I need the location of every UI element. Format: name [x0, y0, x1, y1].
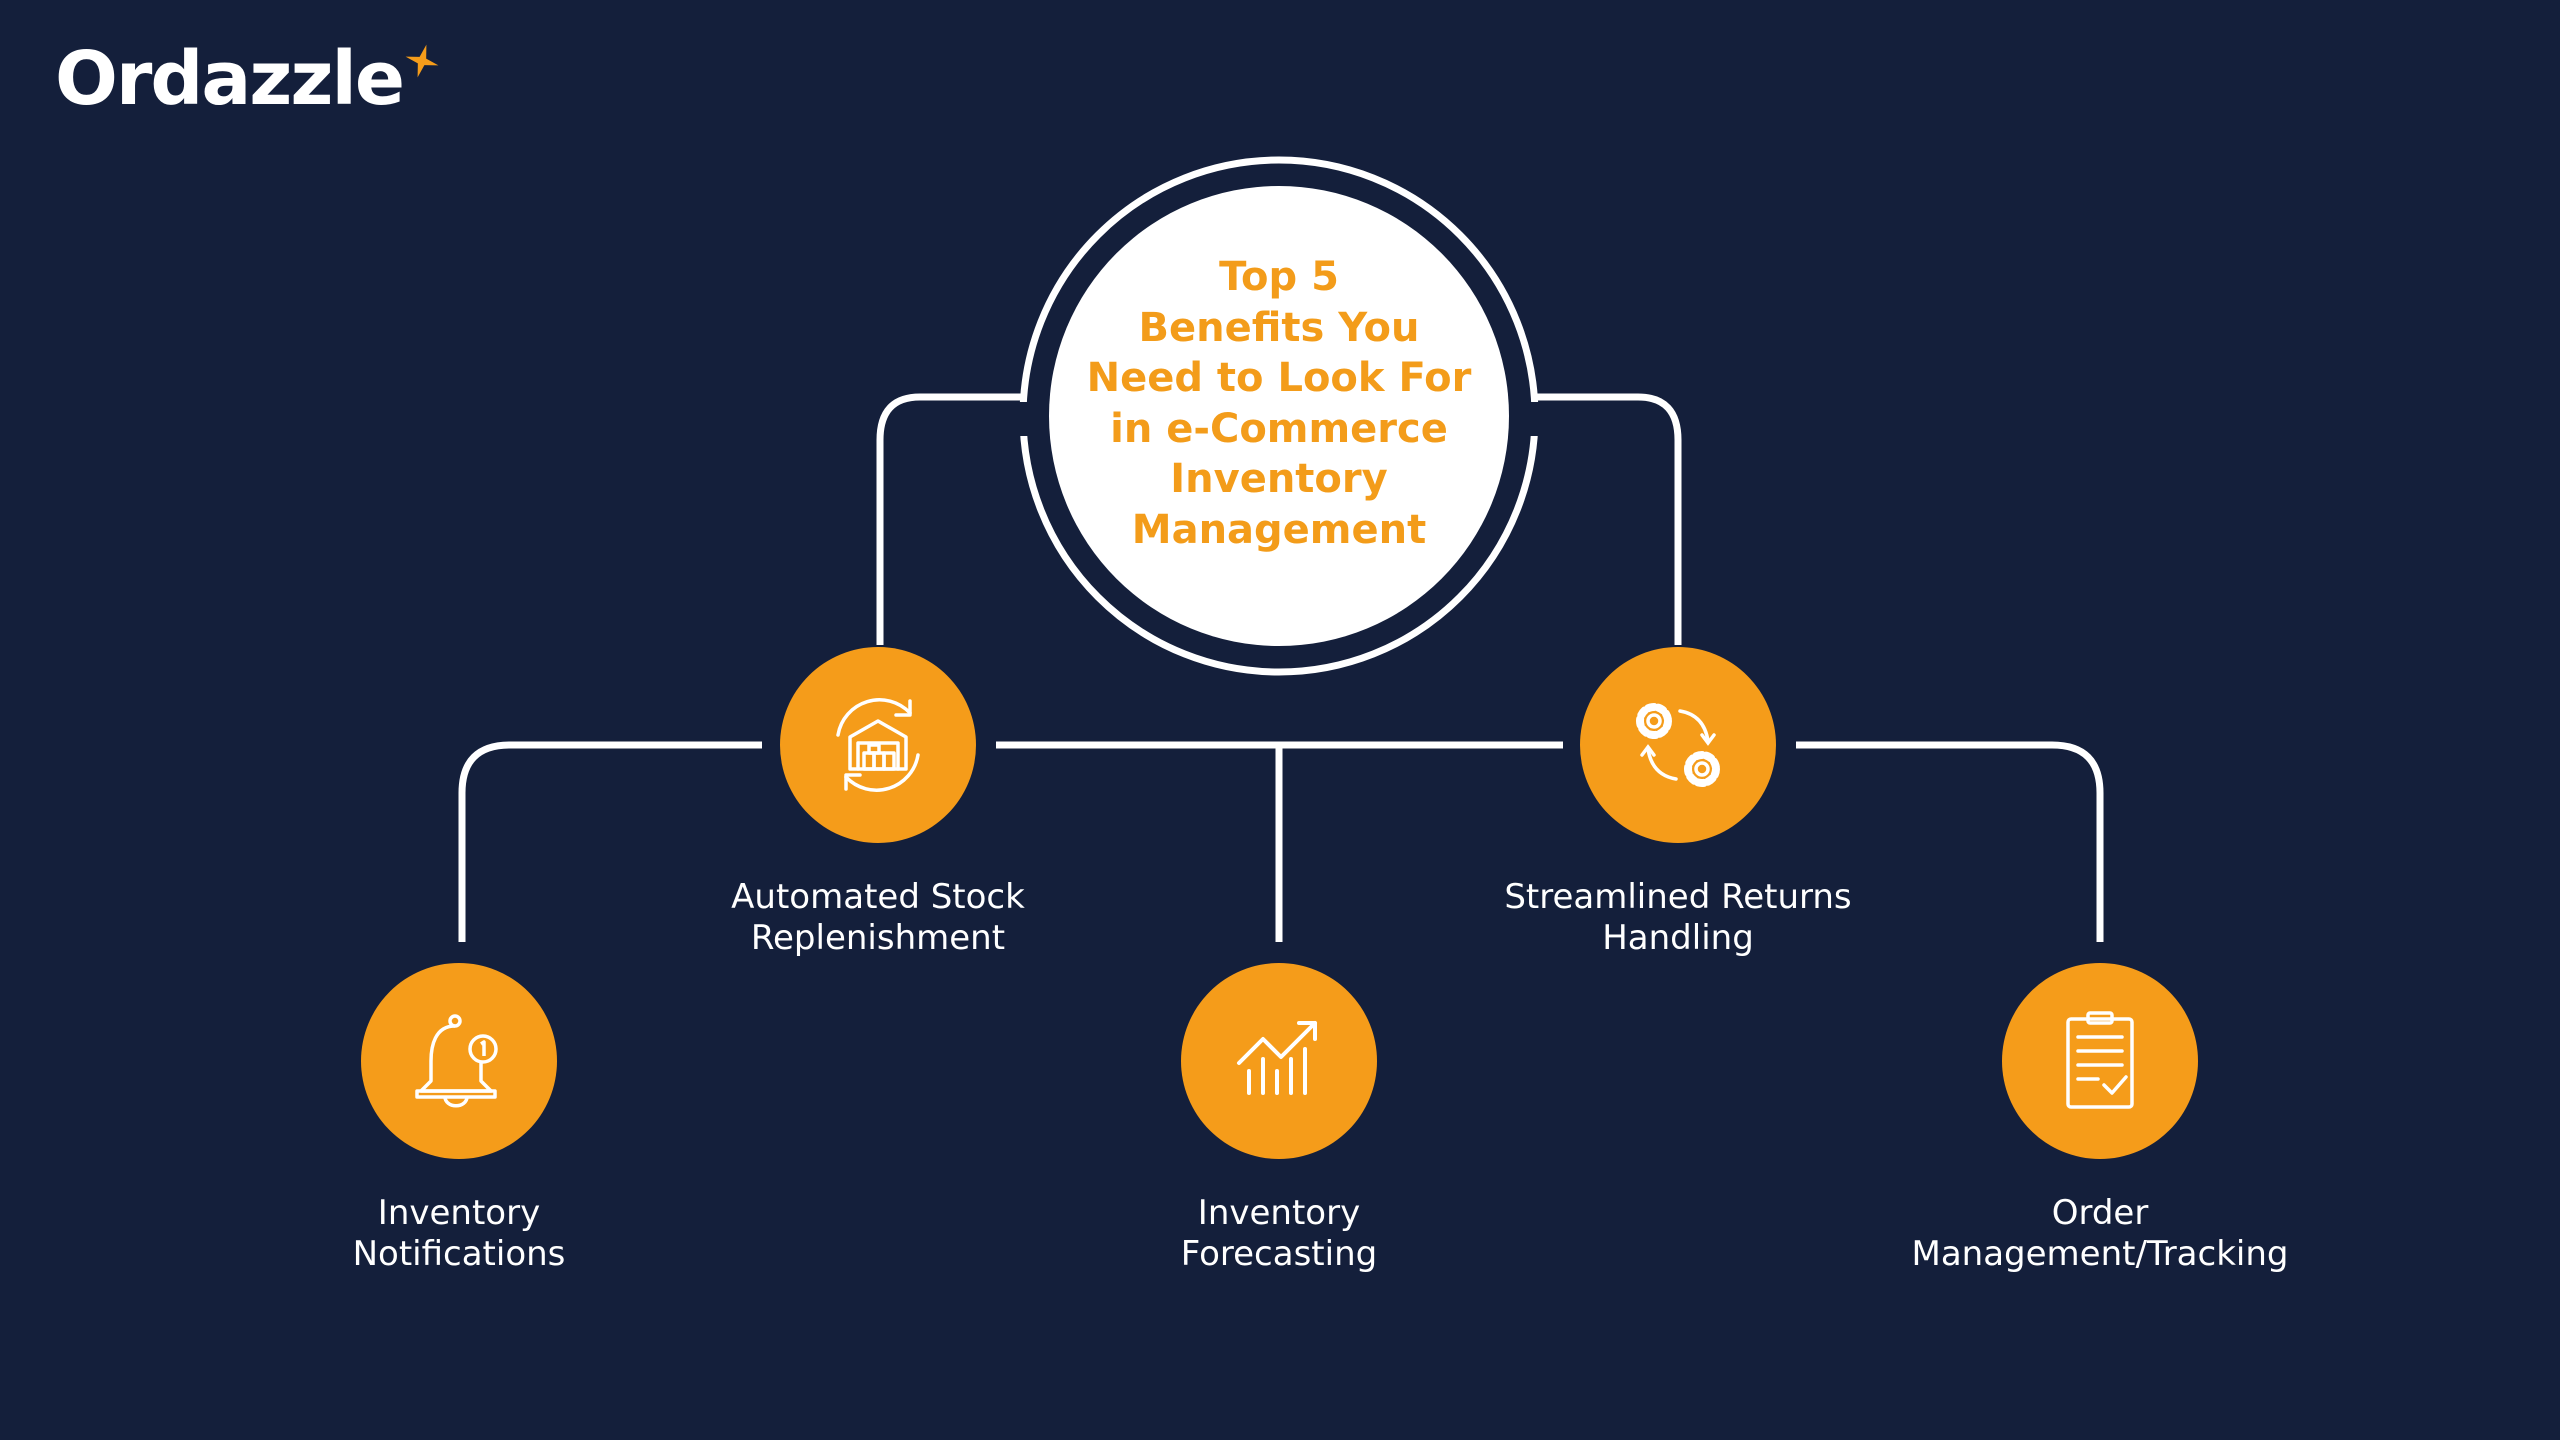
benefit-label-automated-stock: Automated Stock Replenishment — [628, 877, 1128, 959]
label-line: Handling — [1602, 918, 1754, 958]
star-icon — [405, 44, 439, 78]
connector-far-left — [458, 741, 762, 942]
gears-cycle-icon — [1636, 703, 1720, 787]
label-line: Inventory — [1197, 1193, 1361, 1233]
center-title: Top 5 Benefits You Need to Look For in e… — [1049, 252, 1509, 555]
label-line: Streamlined Returns — [1504, 877, 1852, 917]
benefit-node-inventory-notifications — [361, 963, 557, 1159]
label-line: Order — [2051, 1193, 2149, 1233]
benefit-label-order-management: Order Management/Tracking — [1850, 1193, 2350, 1275]
title-line: Management — [1131, 506, 1427, 553]
label-line: Forecasting — [1180, 1234, 1378, 1274]
benefit-node-order-management — [2002, 963, 2198, 1159]
title-line: Inventory — [1170, 456, 1388, 502]
benefit-node-inventory-forecasting — [1181, 963, 1377, 1159]
benefit-node-streamlined-returns — [1580, 647, 1776, 843]
title-line: Benefits You — [1138, 304, 1420, 351]
connector-right-top — [1533, 393, 1682, 645]
title-line: Top 5 — [1219, 254, 1339, 300]
connector-left-top — [876, 393, 1025, 645]
label-line: Automated Stock — [731, 877, 1025, 917]
warehouse-cycle-icon — [836, 698, 920, 792]
benefit-label-inventory-forecasting: Inventory Forecasting — [1029, 1193, 1529, 1275]
label-line: Inventory — [377, 1193, 541, 1233]
bell-icon — [415, 1014, 498, 1108]
label-line: Replenishment — [750, 918, 1006, 958]
label-line: Notifications — [352, 1234, 566, 1274]
clipboard-check-icon — [2066, 1011, 2134, 1109]
growth-chart-icon — [1237, 1021, 1317, 1095]
benefit-label-inventory-notifications: Inventory Notifications — [209, 1193, 709, 1275]
title-line: in e-Commerce — [1110, 405, 1448, 452]
benefit-node-automated-stock — [780, 647, 976, 843]
title-line: Need to Look For — [1086, 355, 1472, 401]
label-line: Management/Tracking — [1911, 1234, 2289, 1274]
connector-far-right — [1796, 741, 2104, 942]
ordazzle-logo: Ordazzle — [55, 36, 439, 122]
benefit-label-streamlined-returns: Streamlined Returns Handling — [1428, 877, 1928, 959]
center-circle — [1049, 186, 1509, 646]
